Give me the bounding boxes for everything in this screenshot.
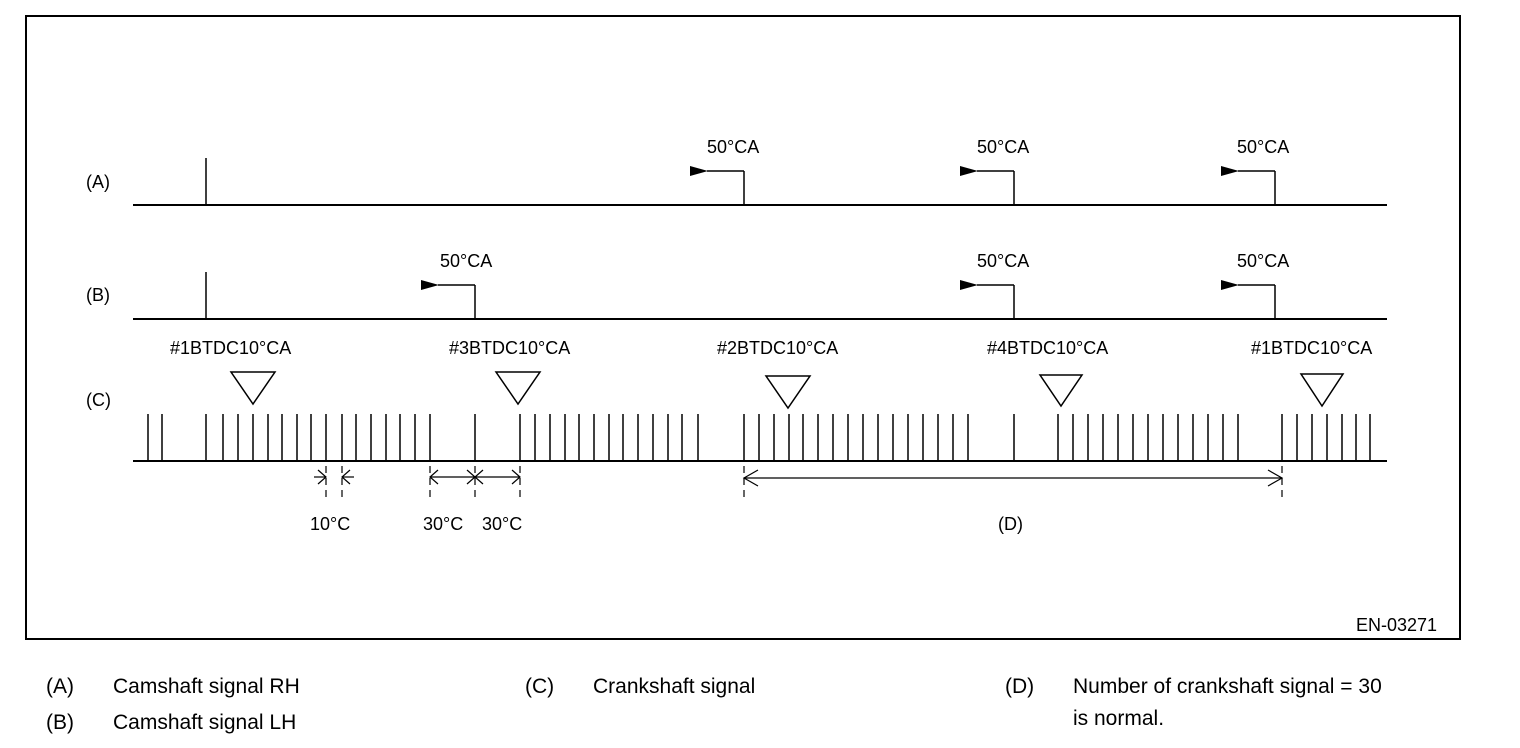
legend-text: Camshaft signal RH (113, 675, 300, 698)
angle-label: 50°CA (977, 137, 1029, 157)
legend-text-continued: is normal. (1073, 707, 1165, 730)
dimension-label-10: 10°C (310, 514, 350, 534)
angle-label: 50°CA (440, 251, 492, 271)
tdc-label-cyl1-repeat: #1BTDC10°CA (1251, 338, 1372, 358)
tdc-marker-triangle (229, 371, 277, 406)
tdc-marker-triangle (1299, 373, 1345, 408)
tdc-label-cyl1: #1BTDC10°CA (170, 338, 291, 358)
dimension-label-30a: 30°C (423, 514, 463, 534)
dimension-arrow (317, 469, 327, 485)
dimension-arrow (474, 469, 484, 485)
span-label-d: (D) (998, 514, 1023, 534)
angle-label: 50°CA (977, 251, 1029, 271)
crankshaft-teeth (147, 414, 1371, 461)
tdc-marker-triangle (1038, 374, 1084, 408)
row-label-c: (C) (86, 390, 111, 410)
tdc-label-cyl2: #2BTDC10°CA (717, 338, 838, 358)
tdc-marker-triangle (764, 375, 812, 410)
legend-text: Crankshaft signal (593, 675, 756, 698)
diagram-frame (25, 15, 1461, 640)
row-label-b: (B) (86, 285, 110, 305)
legend-key: (A) (46, 675, 74, 698)
angle-label: 50°CA (1237, 251, 1289, 271)
legend-text: Number of crankshaft signal = 30 (1073, 675, 1382, 698)
angle-label: 50°CA (707, 137, 759, 157)
legend-key: (D) (1005, 675, 1035, 698)
angle-label: 50°CA (1237, 137, 1289, 157)
dimension-arrow (341, 469, 351, 485)
row-label-a: (A) (86, 172, 110, 192)
tdc-marker-triangle (494, 371, 542, 406)
tdc-label-cyl4: #4BTDC10°CA (987, 338, 1108, 358)
legend-text: Camshaft signal LH (113, 711, 297, 734)
tdc-label-cyl3: #3BTDC10°CA (449, 338, 570, 358)
legend-key: (C) (525, 675, 555, 698)
dimension-label-30b: 30°C (482, 514, 522, 534)
dimension-arrow (511, 469, 521, 485)
dimension-arrow (742, 469, 759, 487)
dimension-arrow (429, 469, 439, 485)
figure-code: EN-03271 (1356, 615, 1437, 635)
legend-key: (B) (46, 711, 74, 734)
dimension-arrow (1267, 469, 1284, 487)
